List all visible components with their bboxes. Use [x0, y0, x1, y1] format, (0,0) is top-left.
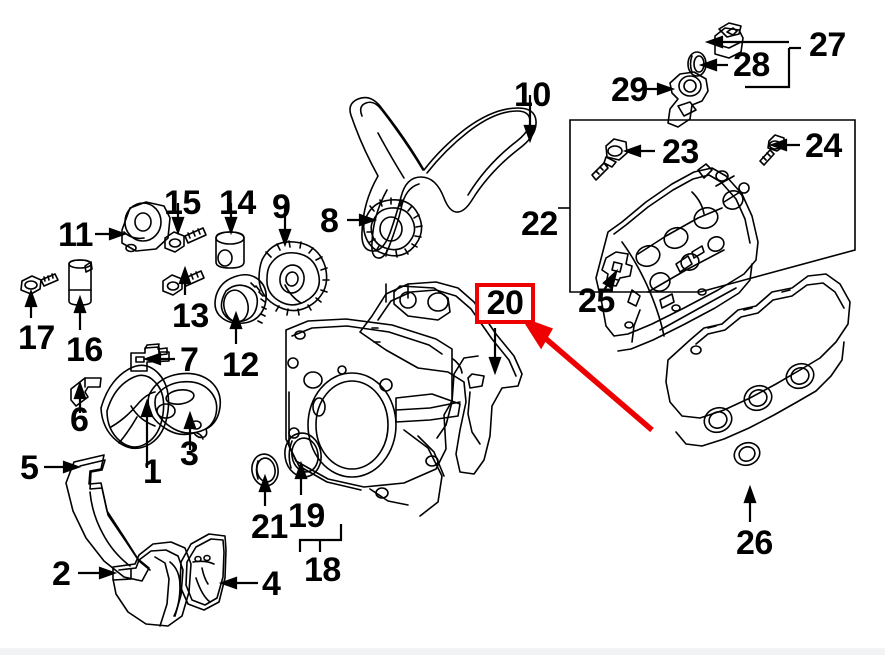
part-rear-timing-cover-seal-20 — [359, 281, 523, 475]
callout-label-23: 23 — [662, 133, 699, 171]
callout-label-8: 8 — [320, 202, 339, 240]
part-belt-tensioner-pulley-11 — [121, 201, 171, 253]
callout-label-9: 9 — [272, 188, 291, 226]
highlighted-callout-20[interactable]: 20 — [475, 283, 535, 324]
callout-label-12: 12 — [222, 346, 259, 384]
part-camshaft-position-sensor-29 — [667, 71, 709, 128]
callout-label-5: 5 — [20, 449, 39, 487]
part-camshaft-sprocket-hub-12 — [214, 273, 267, 325]
callout-label-24: 24 — [805, 127, 842, 165]
callout-label-13: 13 — [172, 297, 209, 335]
part-valve-cover-bolt-23 — [591, 138, 628, 181]
part-timing-belt-10 — [349, 96, 537, 259]
callout-label-7: 7 — [180, 341, 199, 379]
part-valve-cover-gasket-26 — [665, 273, 851, 467]
callout-label-17: 17 — [18, 319, 55, 357]
part-cover-clip-6 — [70, 377, 102, 407]
callout-label-1: 1 — [143, 453, 162, 491]
part-retaining-bolt-17 — [20, 273, 59, 295]
part-camshaft-sprocket-9 — [258, 240, 330, 316]
part-belt-guide-pin-16 — [68, 259, 93, 306]
callout-label-10: 10 — [514, 76, 551, 114]
part-valve-cover-stud-bolt-24 — [759, 134, 785, 166]
highlight-arrow — [520, 316, 654, 433]
part-front-lower-cover-2 — [112, 541, 192, 627]
callout-label-28: 28 — [733, 46, 770, 84]
callout-label-16: 16 — [66, 331, 103, 369]
callout-label-18: 18 — [304, 551, 341, 589]
callout-label-4: 4 — [262, 565, 281, 603]
part-spacer-sleeve-14 — [215, 231, 245, 269]
callout-label-25: 25 — [578, 282, 615, 320]
bracket-leaders — [298, 35, 801, 552]
callout-label-27: 27 — [809, 26, 846, 64]
callout-label-29: 29 — [611, 71, 648, 109]
callout-label-11: 11 — [58, 216, 93, 254]
part-upper-timing-cover-3 — [147, 372, 222, 440]
part-lower-timing-belt-cover-1 — [100, 364, 170, 450]
leader-arrows — [24, 58, 800, 590]
part-belt-guide-bracket-7 — [130, 343, 170, 372]
group-box-22 — [558, 119, 856, 293]
callout-label-2: 2 — [52, 555, 71, 593]
bottom-edge-strip — [0, 648, 885, 655]
callout-label-14: 14 — [219, 184, 256, 222]
callout-label-15: 15 — [164, 184, 201, 222]
part-center-lower-cover-4 — [179, 533, 227, 611]
callout-label-26: 26 — [736, 524, 773, 562]
callout-label-22: 22 — [521, 205, 558, 243]
callout-label-21: 21 — [251, 508, 288, 546]
callout-label-6: 6 — [70, 401, 89, 439]
callout-label-3: 3 — [180, 435, 199, 473]
part-oil-pump-housing-18 — [285, 318, 461, 517]
part-tensioner-bolt-15 — [164, 227, 207, 253]
callout-label-19: 19 — [288, 497, 325, 535]
